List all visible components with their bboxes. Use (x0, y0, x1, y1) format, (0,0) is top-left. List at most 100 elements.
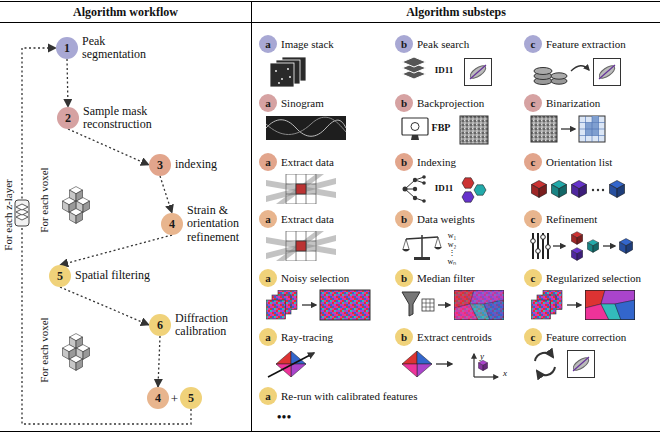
median-filter-icon-part (438, 304, 450, 305)
median-filter-icon-part (402, 292, 420, 316)
backprojection-icon-part (411, 123, 419, 131)
backprojection-icon (402, 116, 488, 144)
layer-stack-icon (15, 200, 29, 226)
sinogram-icon-part (266, 116, 346, 140)
step-marker: c (524, 94, 542, 112)
step-marker: 5 (180, 387, 202, 409)
step-label: Re-run with calibrated features (281, 390, 418, 402)
refinement-icon-part (619, 239, 632, 254)
indexing-icon-part (422, 175, 426, 179)
step-label: Orientation list (546, 156, 612, 168)
noisy-selection-icon-part (267, 291, 298, 320)
backprojection-icon-part (460, 116, 488, 144)
image-stack-icon-part (289, 76, 291, 78)
step-marker: 6 (149, 314, 171, 336)
data-weights-icon-part (406, 237, 438, 239)
binarization-icon-part (579, 135, 605, 136)
feature-extraction-icon-part (534, 68, 552, 75)
step-node: bData weights (395, 210, 475, 228)
binarization-icon-part (531, 116, 557, 142)
median-filter-icon-part (422, 307, 434, 308)
step-node: 1Peak segmentation (56, 35, 158, 61)
step-node: bMedian filter (395, 269, 475, 287)
refinement-icon-part (546, 245, 551, 250)
step-marker: 2 (57, 107, 79, 129)
step-label: Ray-tracing (281, 331, 333, 343)
binarization-icon-part (579, 116, 605, 142)
step-marker: a (259, 387, 277, 405)
step-marker: c (524, 269, 542, 287)
refinement-icon-part (536, 249, 541, 254)
step-marker: 4 (147, 387, 169, 409)
refinement-icon-part (571, 232, 582, 245)
icon-label: ID11 (435, 184, 454, 193)
refinement-icon-part (537, 233, 539, 259)
extract-centroids-icon-part (473, 354, 474, 377)
sinogram-icon (266, 116, 346, 140)
ray-tracing-icon (268, 351, 314, 377)
step-node: a Sinogram (259, 94, 324, 112)
step-node: aImage stack (259, 35, 334, 53)
voxel-cubes-icon-part (69, 209, 82, 224)
regularized-selection-icon-part (567, 304, 581, 305)
step-node: aExtract data (259, 210, 334, 228)
extract-data-icon (266, 174, 336, 204)
orientation-list-icon-part (597, 189, 599, 191)
step-marker: b (395, 328, 413, 346)
peak-search-icon (402, 57, 492, 86)
step-label: indexing (175, 158, 217, 171)
step-label: Sample mask reconstruction (83, 105, 163, 131)
step-label: Sinogram (281, 97, 324, 109)
step-marker: c (524, 153, 542, 171)
step-node: c Orientation list (524, 153, 612, 171)
step-marker: a (259, 210, 277, 228)
step-marker: a (259, 94, 277, 112)
step-node: bIndexing (395, 153, 456, 171)
ray-tracing-icon-part (276, 351, 306, 377)
step-node: cRegularized selection (524, 269, 641, 287)
step-node: 5Spatial filtering (49, 265, 150, 287)
extract-centroids-icon-part (474, 376, 498, 377)
binarization-icon-part (592, 116, 599, 123)
ray-tracing-icon-part (268, 353, 314, 377)
step-label: Indexing (417, 156, 456, 168)
data-weights-icon (402, 235, 442, 260)
median-filter-icon-part (430, 299, 431, 311)
layer-stack-icon-part (16, 204, 28, 210)
noisy-selection-icon-part (320, 290, 370, 320)
refinement-icon-part (603, 245, 615, 246)
icon-label: ID11 (435, 66, 454, 75)
step-label: Diffraction calibration (175, 312, 245, 338)
workflow-arrow (68, 129, 149, 165)
step-marker: 1 (56, 37, 78, 59)
step-node: aExtract data (259, 153, 334, 171)
orientation-list-icon-part (552, 181, 567, 198)
peak-search-icon-part (402, 57, 426, 67)
step-node: cRefinement (524, 210, 597, 228)
feature-extraction-icon-part (551, 73, 567, 79)
loop-label: For each voxel (39, 167, 50, 232)
median-filter-icon-part (426, 299, 427, 311)
refinement-icon-part (531, 239, 536, 244)
median-filter-icon (402, 290, 504, 320)
feature-extraction-icon (534, 59, 621, 86)
panel-heading: Algorithm workflow (0, 2, 251, 23)
step-node: 6Diffraction calibration (149, 312, 245, 338)
step-marker: 5 (49, 265, 71, 287)
step-node: cFeature correction (524, 328, 626, 346)
noisy-selection-icon-part (302, 304, 316, 305)
indexing-icon-part (413, 178, 417, 182)
panel-heading: Algorithm substeps (252, 2, 660, 23)
noisy-selection-icon (267, 290, 371, 320)
data-weights-icon-part (406, 239, 409, 249)
icon-label: x (503, 369, 507, 378)
icon-label: FBP (432, 123, 451, 133)
step-label: Image stack (281, 38, 334, 50)
median-filter-icon-part (422, 299, 434, 311)
regularized-selection-icon (532, 290, 636, 320)
step-node: aRay-tracing (259, 328, 333, 346)
step-label: Refinement (546, 213, 597, 225)
step-marker: c (524, 35, 542, 53)
peak-search-icon-part (465, 59, 492, 86)
